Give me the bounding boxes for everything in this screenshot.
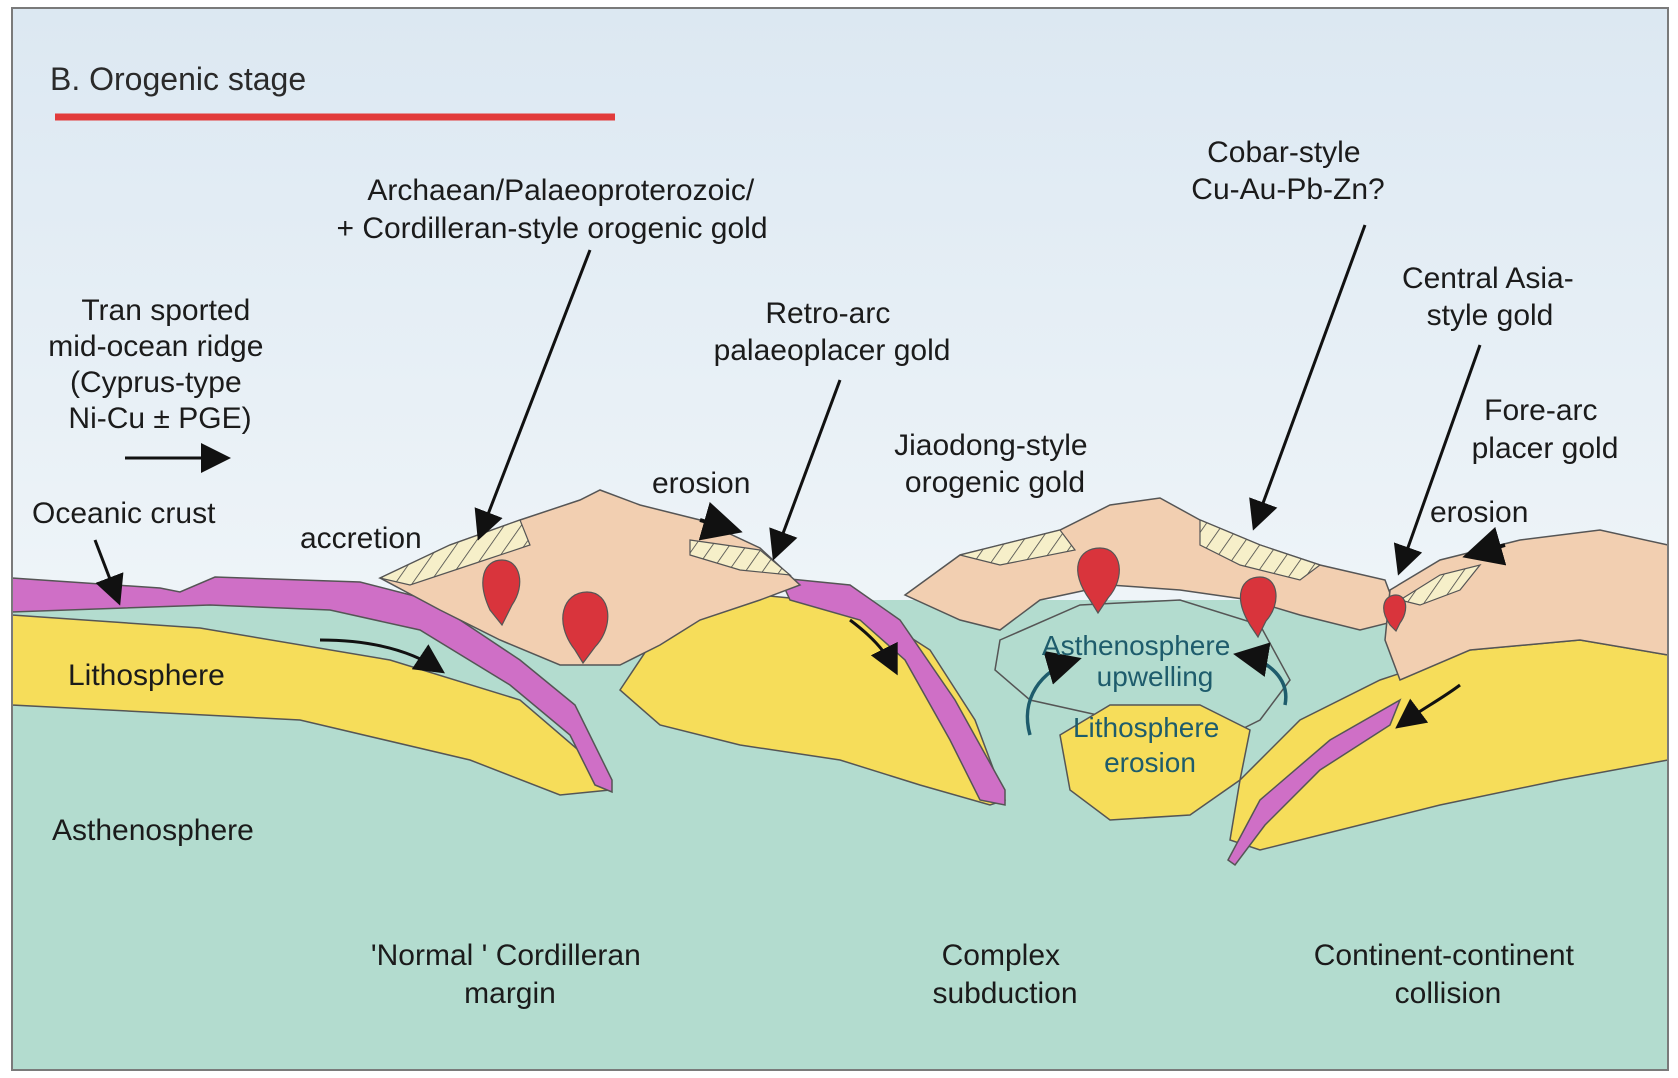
label-oceanic-crust: Oceanic crust (32, 497, 216, 530)
label-erosion-left: erosion (652, 467, 750, 500)
diagram-title: B. Orogenic stage (50, 61, 306, 97)
label-accretion: accretion (300, 522, 422, 555)
label-erosion-right: erosion (1430, 496, 1528, 529)
label-lithosphere: Lithosphere (68, 659, 225, 692)
label-asthenosphere: Asthenosphere (52, 814, 254, 847)
